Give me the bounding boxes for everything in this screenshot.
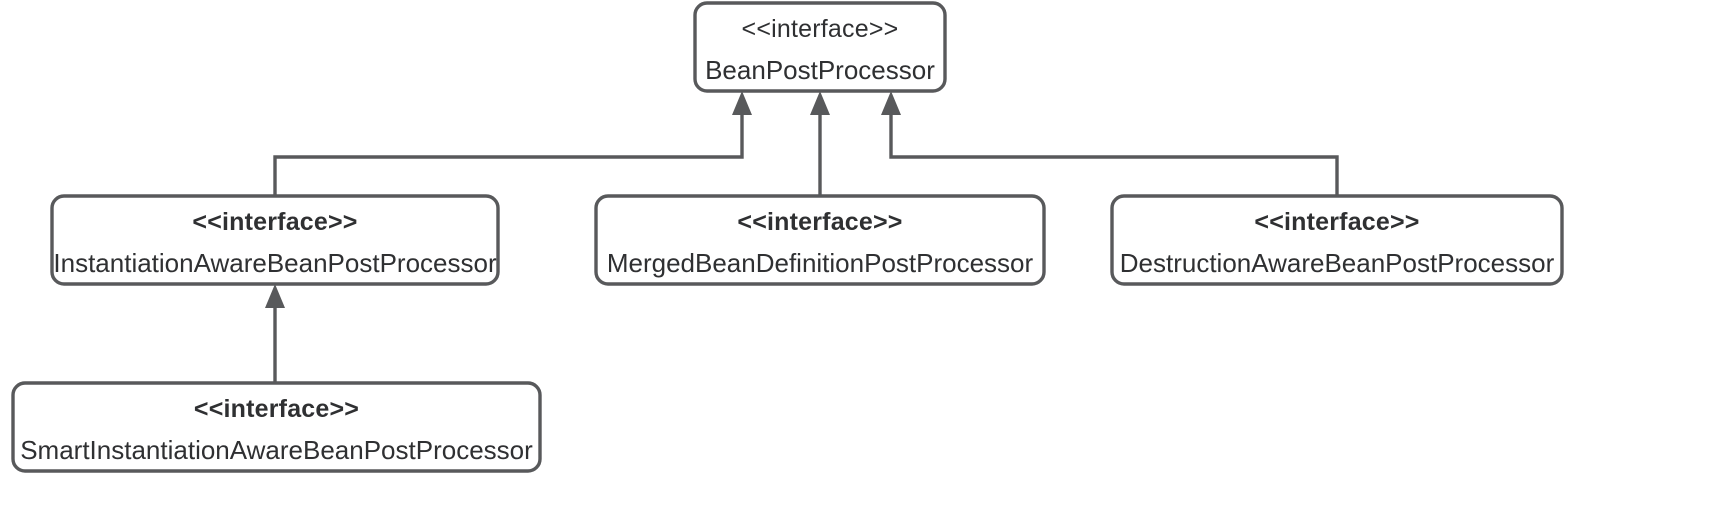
arrowhead-icon [810,91,830,115]
uml-class-node-instantiation-aware-bean-post-processor[interactable]: <<interface>> InstantiationAwareBeanPostP… [50,194,500,286]
arrowhead-icon [881,91,901,115]
stereotype-label: <<interface>> [194,395,359,423]
class-name-label: BeanPostProcessor [705,55,935,85]
generalization-edge-2 [810,91,830,196]
generalization-edge-4 [265,284,285,383]
node-layer: <<interface>>BeanPostProcessor<<interfac… [11,1,1564,473]
edge-line [273,107,744,196]
class-box[interactable] [594,194,1046,286]
edge-layer [265,91,1339,383]
edge-line [889,107,1339,196]
class-name-label: DestructionAwareBeanPostProcessor [1120,248,1555,278]
stereotype-label: <<interface>> [192,208,357,236]
class-box[interactable] [50,194,500,286]
uml-class-node-merged-bean-definition-post-processor[interactable]: <<interface>> MergedBeanDefinitionPostPro… [594,194,1046,286]
class-box[interactable] [693,1,947,93]
stereotype-label: <<interface>> [1254,208,1419,236]
class-name-label: SmartInstantiationAwareBeanPostProcessor [20,435,533,465]
uml-class-node-smart-instantiation-aware-bean-post-processor[interactable]: <<interface>> SmartInstantiationAwareBean… [11,381,542,473]
uml-class-node-destruction-aware-bean-post-processor[interactable]: <<interface>> DestructionAwareBeanPostPro… [1110,194,1564,286]
stereotype-label: <<interface>> [737,208,902,236]
generalization-edge-1 [273,91,752,196]
class-box[interactable] [1110,194,1564,286]
uml-class-node-bean-post-processor[interactable]: <<interface>> BeanPostProcessor [693,1,947,93]
arrowhead-icon [265,284,285,308]
generalization-edge-3 [881,91,1339,196]
class-name-label: InstantiationAwareBeanPostProcessor [53,248,497,278]
class-name-label: MergedBeanDefinitionPostProcessor [607,248,1034,278]
stereotype-label: <<interface>> [742,15,899,43]
class-box[interactable] [11,381,542,473]
arrowhead-icon [732,91,752,115]
